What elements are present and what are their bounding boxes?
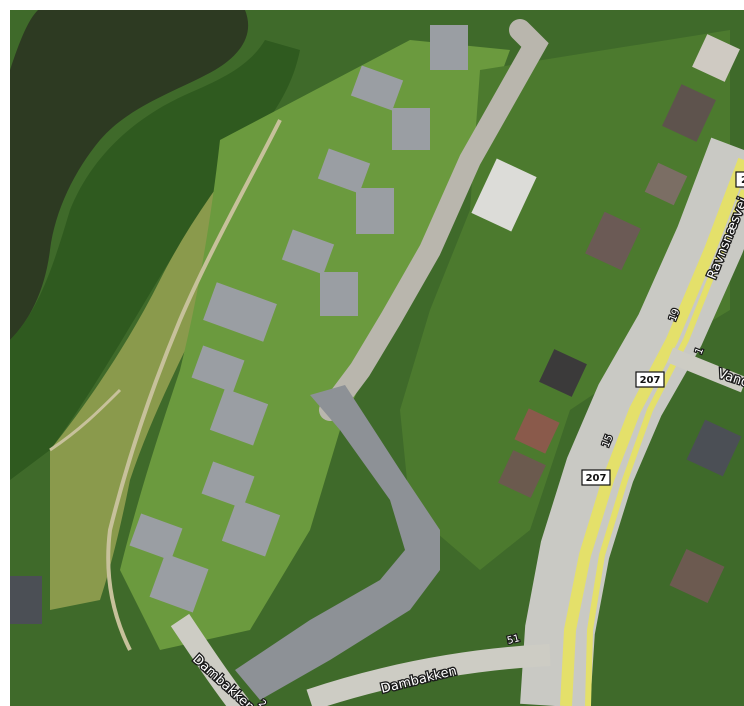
road-vand: [666, 347, 744, 393]
route-shield-207-lower-text: 207: [586, 473, 607, 484]
street-label-dambakken-diagonal: Dambakken: [189, 652, 257, 706]
route-shield-edge-text: 2: [741, 175, 744, 186]
lake: [10, 10, 249, 340]
road-marking-2: [585, 188, 744, 706]
route-shield-207-upper-text: 207: [640, 375, 661, 386]
road-dambakken-horiz: [306, 644, 551, 706]
satellite-imagery: [10, 10, 744, 706]
road-marking: [560, 157, 744, 706]
footpath-2: [49, 388, 122, 452]
gardens-east: [400, 30, 730, 570]
service-road: [319, 19, 549, 421]
house-number-51: 51: [506, 633, 521, 647]
footpath: [106, 119, 282, 651]
house-number-15: 15: [601, 433, 616, 449]
road-dambakken: [170, 613, 249, 706]
house-number-19: 19: [668, 307, 683, 323]
labels-overlay: Ravnsnæsvej Vand Dambakken Dambakken 19 …: [188, 171, 744, 706]
street-label-dambakken-horizontal: Dambakken: [379, 664, 458, 697]
house-number-2: 2: [256, 698, 268, 706]
houses: [10, 25, 742, 624]
route-shield-207-lower: 207: [581, 469, 611, 486]
street-label-ravnsnaesvej: Ravnsnæsvej: [705, 196, 744, 282]
map-view[interactable]: Ravnsnæsvej Vand Dambakken Dambakken 19 …: [10, 10, 744, 706]
curved-building: [235, 385, 440, 700]
route-shield-edge: 2: [735, 171, 744, 188]
route-shield-207-upper: 207: [635, 371, 665, 388]
street-label-vand: Vand: [716, 367, 744, 391]
house-number-1: 1: [694, 346, 707, 356]
